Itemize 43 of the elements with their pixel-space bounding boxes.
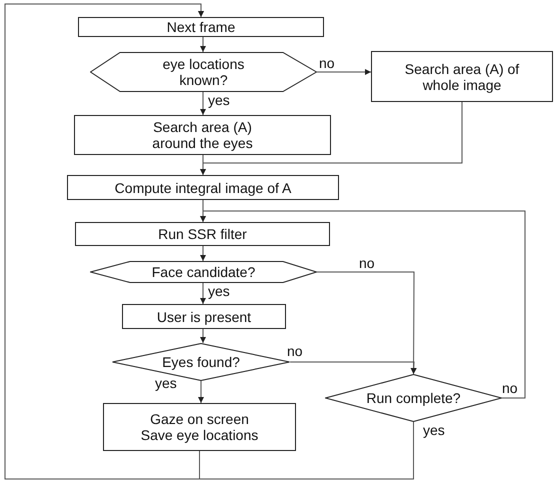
step-label: Eyes found?: [162, 354, 240, 370]
decision-hexagon: [90, 261, 317, 283]
process-box: [74, 115, 331, 155]
edge-label: yes: [208, 92, 230, 108]
step-label: Next frame: [166, 19, 236, 35]
decision-diamond: [112, 343, 290, 381]
edge-label: no: [287, 343, 303, 359]
process-box: [371, 51, 553, 102]
edge-label: no: [359, 255, 375, 271]
step-label: Face candidate?: [152, 264, 256, 280]
edge-label: no: [319, 55, 335, 71]
process-box: [122, 304, 286, 329]
step-label: User is present: [156, 308, 252, 324]
step-label: Search area (A) of whole image: [404, 60, 520, 92]
decision-hexagon: [90, 52, 317, 92]
arrow: [200, 246, 206, 262]
decision-diamond: [325, 374, 502, 422]
step-label: Compute integral image of A: [114, 180, 292, 196]
step-label: Run complete?: [366, 390, 461, 406]
step-label: Search area (A) around the eyes: [151, 119, 254, 151]
process-box: [75, 222, 330, 246]
arrow: [200, 210, 526, 398]
arrow: [200, 102, 462, 176]
arrow: [198, 380, 204, 404]
process-box: [78, 17, 324, 37]
arrow: [290, 362, 417, 374]
step-label: eye locations known?: [162, 56, 246, 88]
edge-label: no: [502, 380, 518, 396]
arrow: [316, 272, 417, 374]
edge-label: yes: [155, 375, 177, 391]
process-box: [103, 403, 296, 451]
step-label: Save eye locations: [140, 427, 260, 443]
arrow: [200, 328, 206, 344]
arrow: [316, 69, 372, 75]
arrow: [200, 92, 206, 116]
edge-label: yes: [423, 422, 445, 438]
arrow: [4, 4, 414, 480]
step-label: Gaze on screen: [149, 411, 250, 427]
step-label: Run SSR filter: [157, 226, 248, 242]
arrow: [200, 36, 206, 52]
arrow: [200, 282, 206, 304]
edge-label: yes: [208, 283, 230, 299]
process-box: [67, 175, 339, 200]
